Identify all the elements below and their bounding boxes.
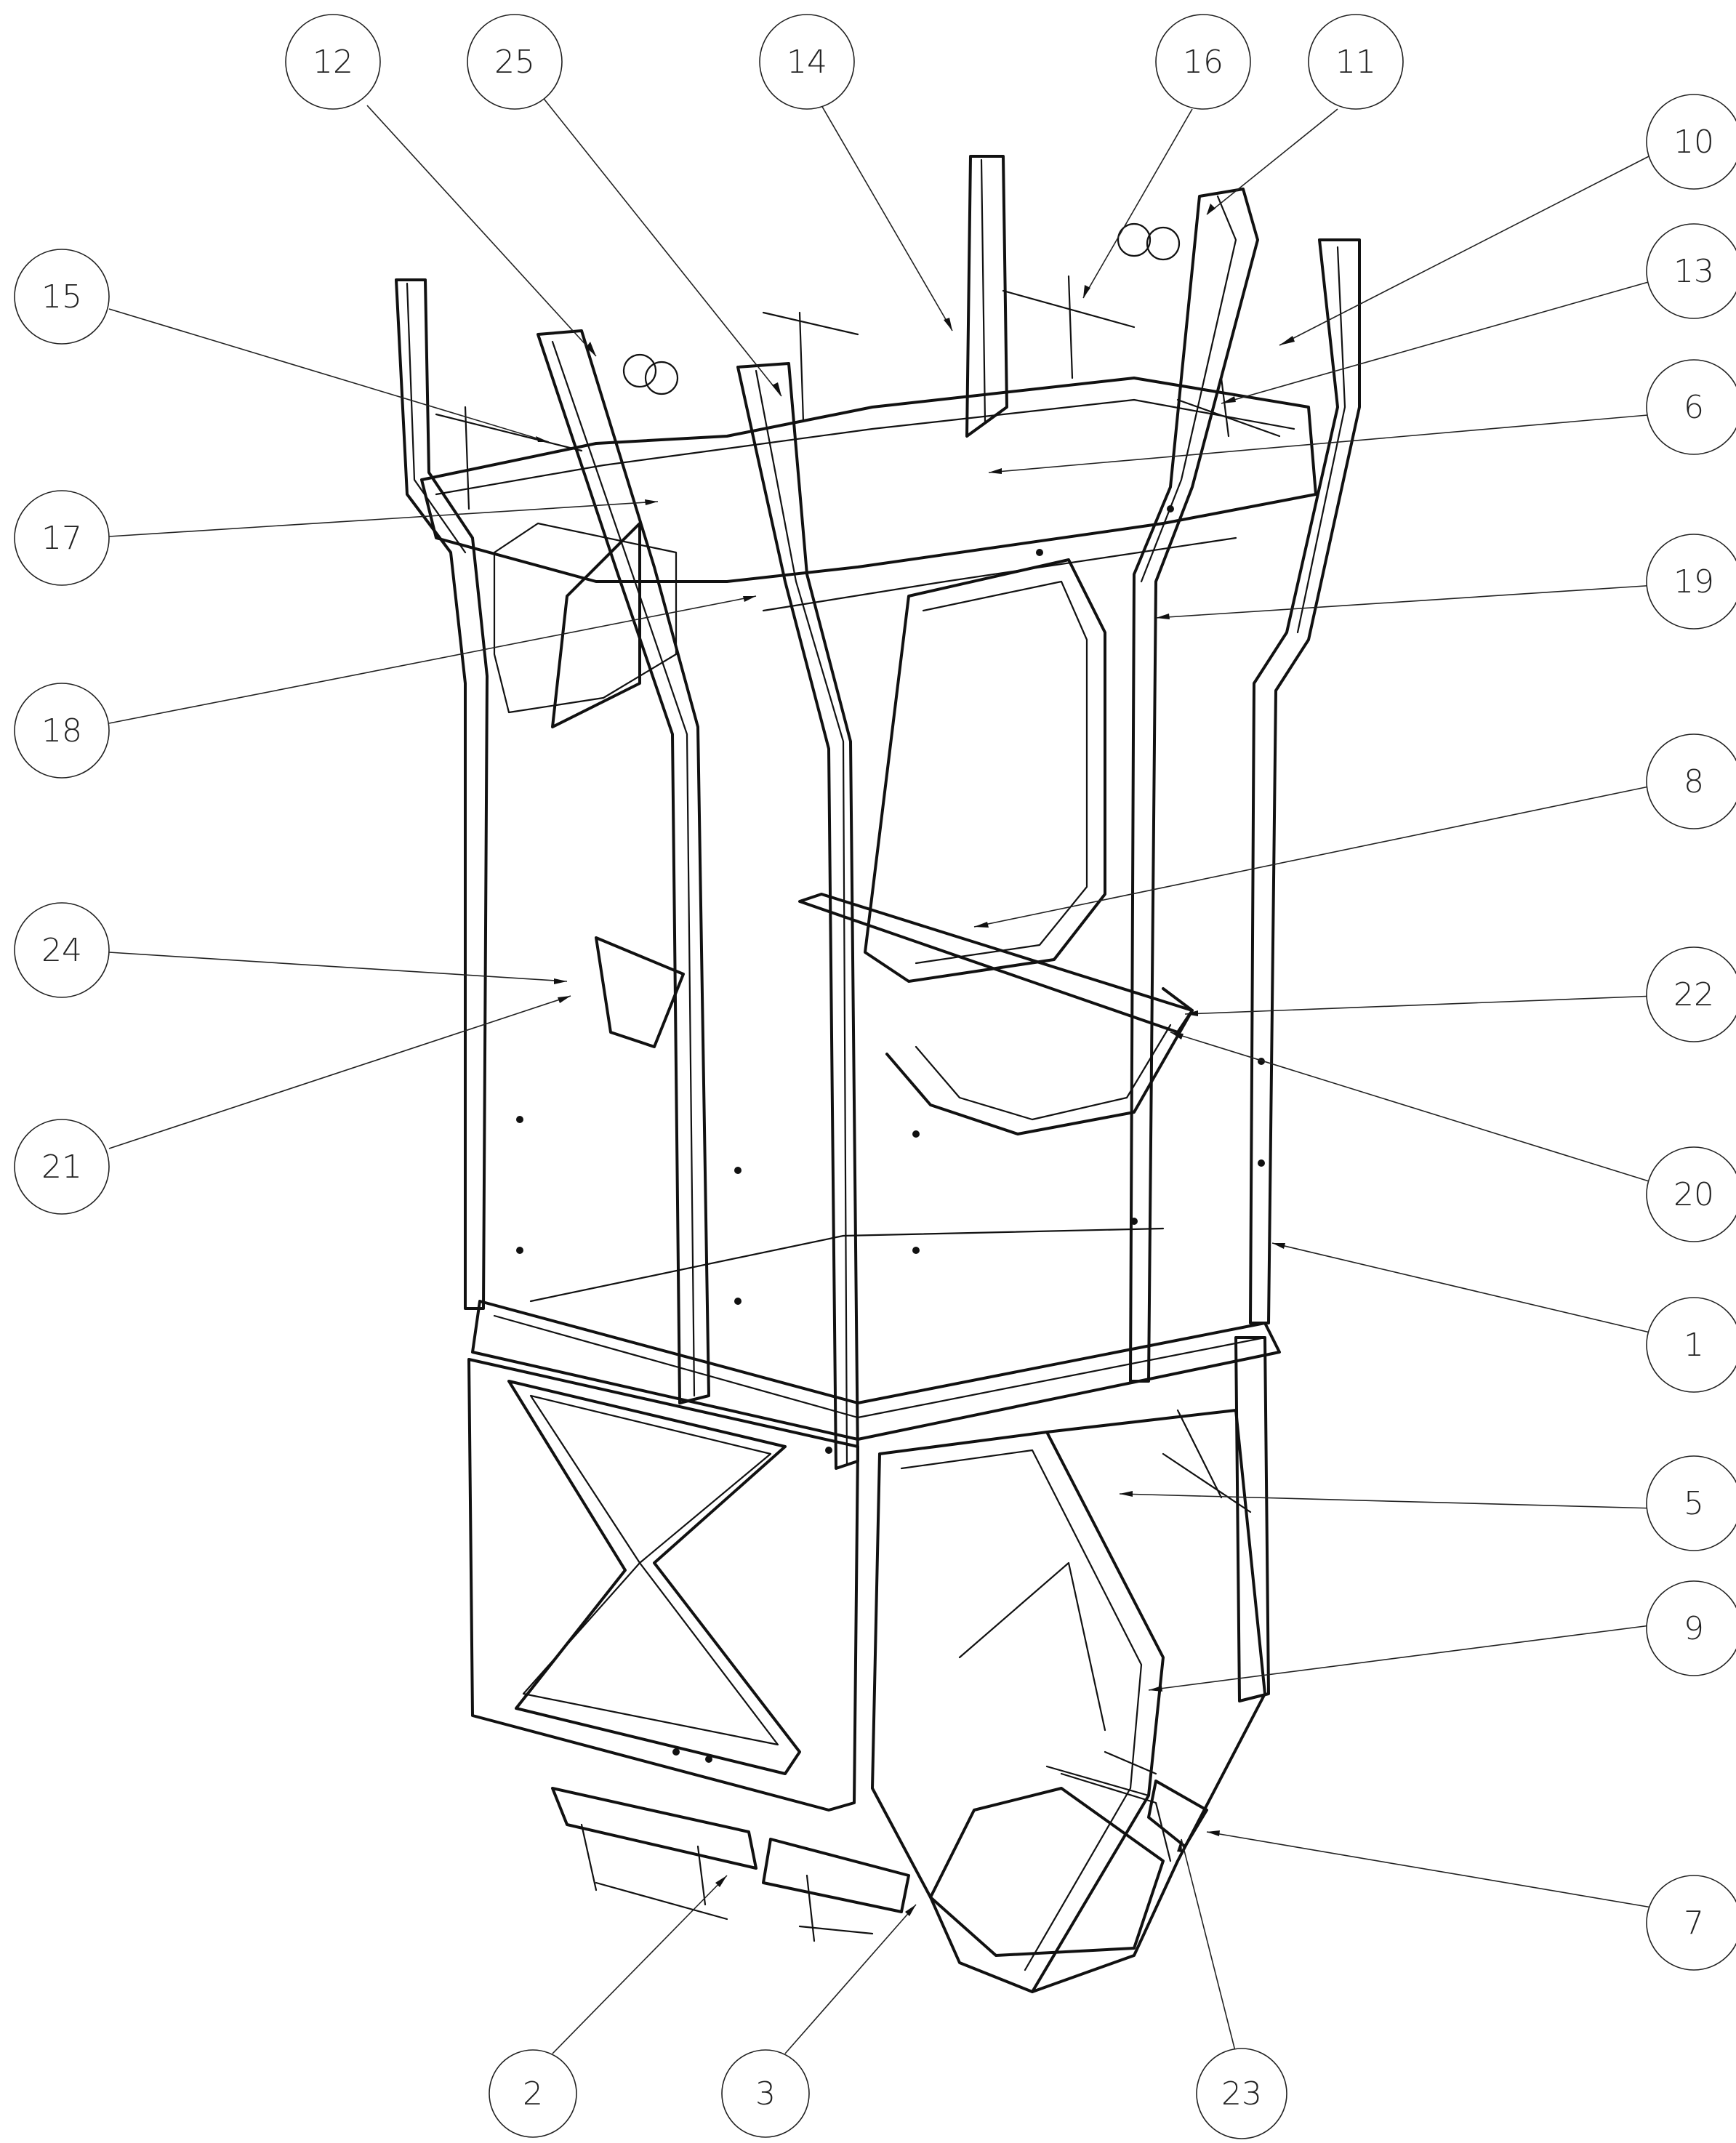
leader-12 bbox=[366, 105, 597, 357]
balloon-25: 25 bbox=[467, 14, 563, 110]
leader-18 bbox=[108, 595, 757, 724]
leader-15 bbox=[108, 308, 550, 443]
svg-text:22: 22 bbox=[1673, 976, 1714, 1013]
svg-text:24: 24 bbox=[41, 932, 82, 969]
balloon-21: 21 bbox=[14, 1119, 110, 1215]
balloon-13: 13 bbox=[1646, 223, 1736, 319]
balloon-6: 6 bbox=[1646, 359, 1736, 455]
balloon-9: 9 bbox=[1646, 1580, 1736, 1676]
leader-3 bbox=[784, 1904, 917, 2054]
svg-text:2: 2 bbox=[523, 2075, 543, 2112]
svg-text:7: 7 bbox=[1684, 1905, 1704, 1942]
balloon-15: 15 bbox=[14, 249, 110, 345]
svg-text:16: 16 bbox=[1183, 44, 1223, 81]
leader-arrowheads bbox=[536, 204, 1295, 1916]
svg-text:8: 8 bbox=[1684, 763, 1704, 800]
leader-2 bbox=[552, 1875, 728, 2054]
balloon-24: 24 bbox=[14, 902, 110, 998]
balloon-18: 18 bbox=[14, 683, 110, 779]
leader-1 bbox=[1271, 1242, 1657, 1335]
balloon-20: 20 bbox=[1646, 1146, 1736, 1242]
leader-7 bbox=[1206, 1831, 1657, 1909]
leader-8 bbox=[973, 784, 1657, 928]
frame-structure bbox=[395, 155, 1361, 1993]
svg-text:12: 12 bbox=[313, 44, 353, 81]
balloon-17: 17 bbox=[14, 490, 110, 586]
svg-text:13: 13 bbox=[1673, 253, 1714, 290]
balloon-16: 16 bbox=[1155, 14, 1251, 110]
svg-text:10: 10 bbox=[1673, 124, 1714, 161]
balloon-19: 19 bbox=[1646, 534, 1736, 630]
leader-16 bbox=[1082, 108, 1193, 299]
leader-9 bbox=[1148, 1624, 1657, 1691]
svg-text:19: 19 bbox=[1673, 563, 1714, 600]
leader-10 bbox=[1279, 152, 1657, 346]
balloon-12: 12 bbox=[285, 14, 381, 110]
balloon-14: 14 bbox=[759, 14, 855, 110]
leader-22 bbox=[1184, 995, 1657, 1015]
leader-14 bbox=[821, 105, 953, 331]
balloon-23: 23 bbox=[1196, 2048, 1287, 2139]
svg-text:21: 21 bbox=[41, 1149, 82, 1186]
balloons: 12 25 14 16 11 10 13 6 bbox=[14, 14, 1736, 2139]
svg-text:14: 14 bbox=[787, 44, 827, 81]
balloon-7: 7 bbox=[1646, 1875, 1736, 1971]
leader-23 bbox=[1181, 1838, 1237, 2054]
leader-25 bbox=[541, 95, 782, 397]
leader-13 bbox=[1221, 279, 1657, 404]
svg-text:23: 23 bbox=[1221, 2075, 1262, 2112]
svg-text:9: 9 bbox=[1684, 1610, 1704, 1647]
balloon-5: 5 bbox=[1646, 1455, 1736, 1551]
leader-17 bbox=[108, 501, 659, 537]
svg-text:5: 5 bbox=[1684, 1485, 1704, 1522]
leader-6 bbox=[988, 414, 1657, 473]
balloon-2: 2 bbox=[489, 2049, 577, 2138]
svg-text:20: 20 bbox=[1673, 1176, 1714, 1213]
svg-text:3: 3 bbox=[755, 2075, 776, 2112]
leader-20 bbox=[1170, 1032, 1657, 1184]
leader-24 bbox=[108, 952, 568, 982]
svg-text:17: 17 bbox=[41, 520, 82, 557]
svg-text:25: 25 bbox=[494, 44, 535, 81]
svg-text:18: 18 bbox=[41, 712, 82, 749]
balloon-11: 11 bbox=[1308, 14, 1404, 110]
balloon-1: 1 bbox=[1646, 1297, 1736, 1393]
balloon-8: 8 bbox=[1646, 733, 1736, 829]
svg-text:15: 15 bbox=[41, 278, 82, 315]
leader-19 bbox=[1155, 584, 1657, 619]
leader-21 bbox=[108, 995, 571, 1149]
leader-5 bbox=[1119, 1493, 1657, 1509]
balloon-3: 3 bbox=[721, 2049, 810, 2138]
leader-lines bbox=[108, 95, 1657, 2054]
leader-11 bbox=[1206, 108, 1338, 215]
balloon-10: 10 bbox=[1646, 94, 1736, 190]
svg-text:1: 1 bbox=[1684, 1327, 1704, 1364]
svg-text:6: 6 bbox=[1684, 389, 1704, 426]
balloon-22: 22 bbox=[1646, 946, 1736, 1042]
svg-text:11: 11 bbox=[1335, 44, 1376, 81]
